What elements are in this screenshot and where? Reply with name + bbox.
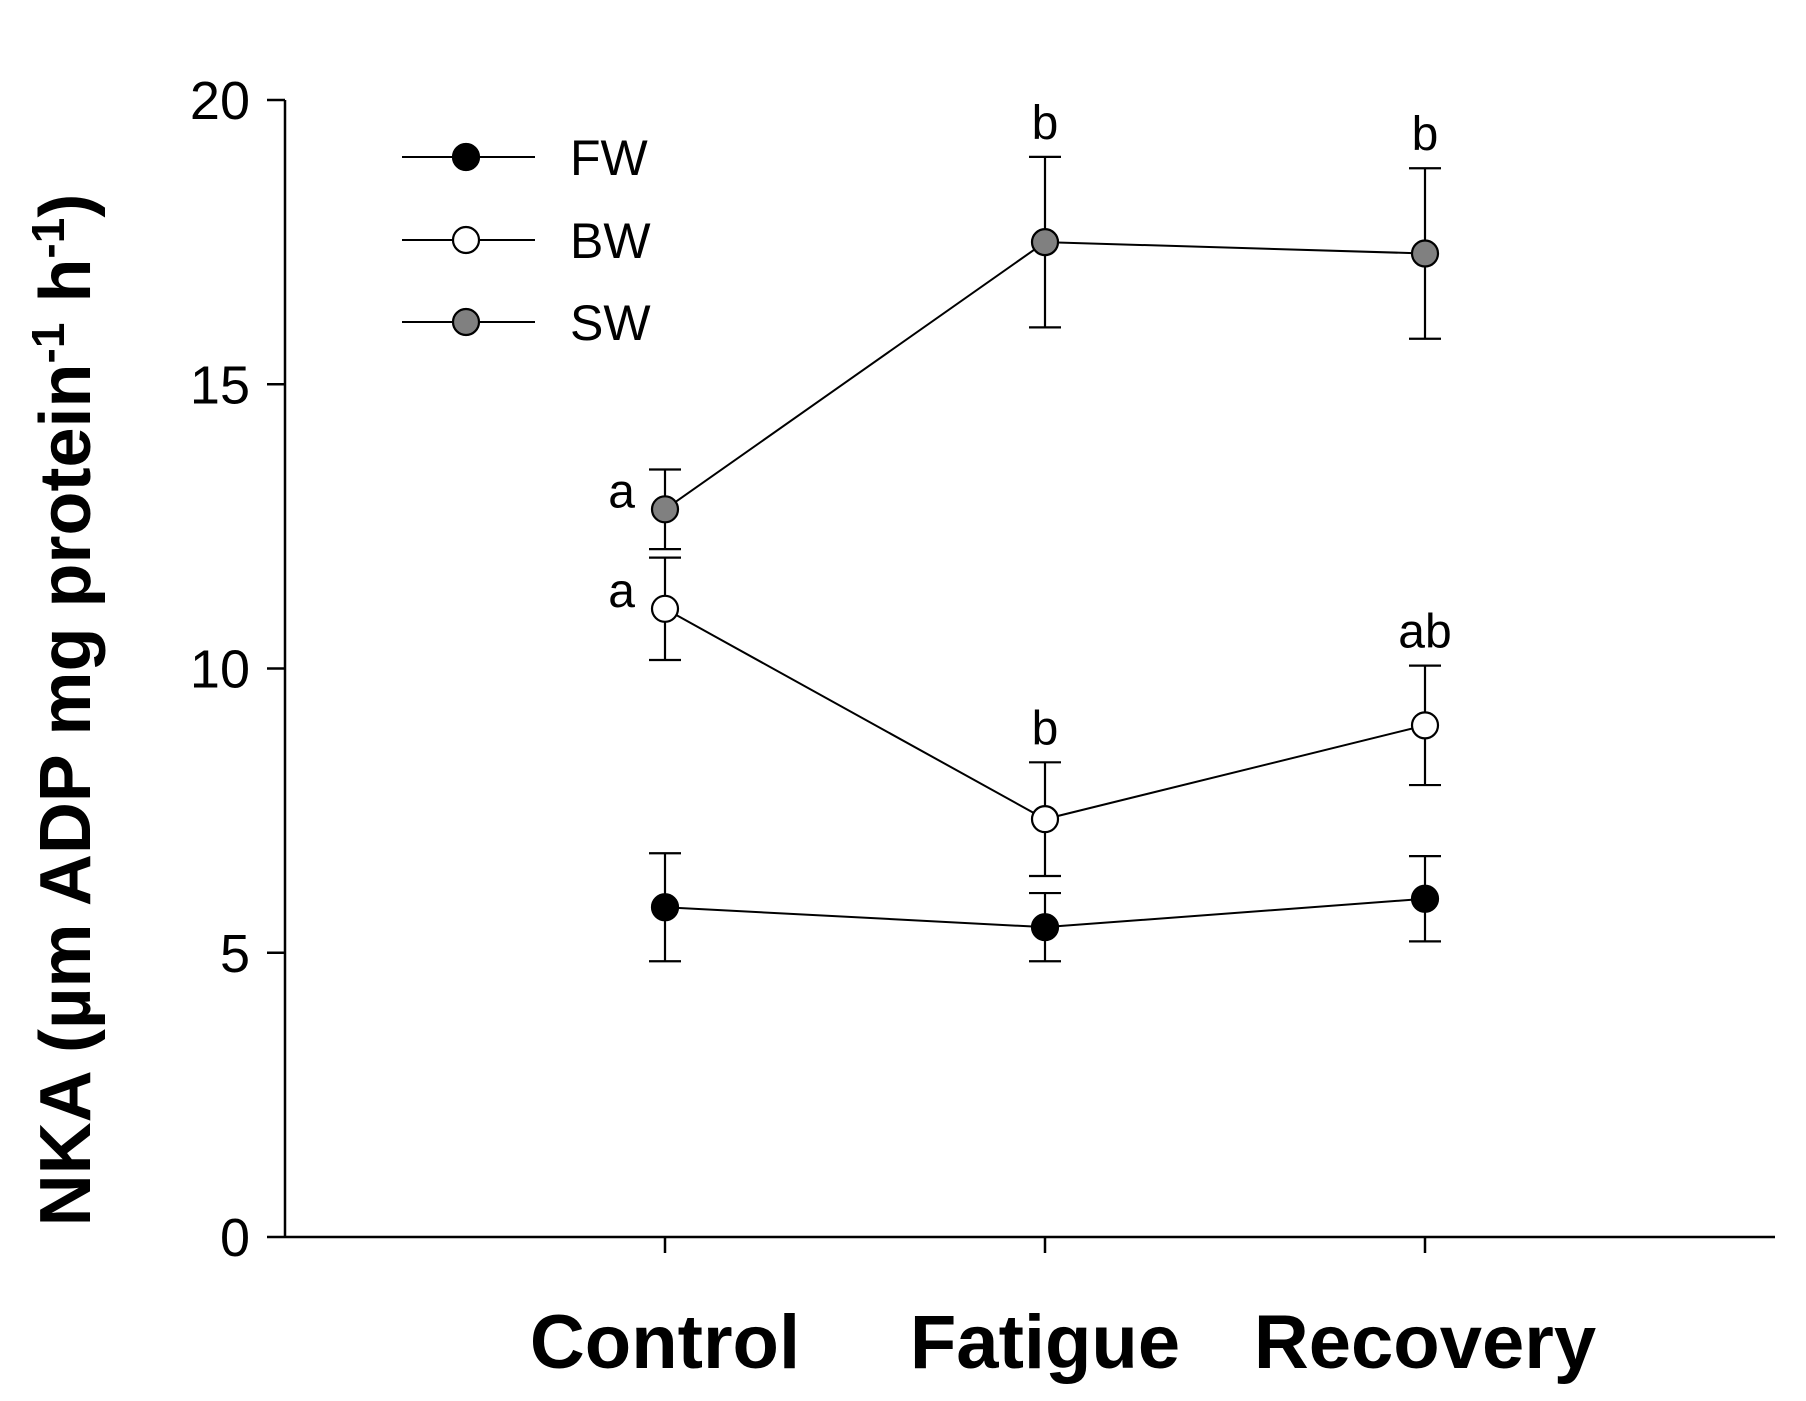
y-axis-label-main: NKA (µm ADP mg protein <box>26 363 106 1226</box>
legend-label: BW <box>570 213 651 269</box>
data-point-fw <box>1030 913 1060 942</box>
x-category-label: Control <box>530 1300 800 1385</box>
series-sw: a b b <box>608 97 1441 551</box>
y-tick-label: 20 <box>190 71 250 131</box>
significance-letter: b <box>1032 702 1059 755</box>
legend: FW BW SW <box>402 130 651 351</box>
y-tick-label: 15 <box>190 355 250 415</box>
data-point-sw <box>650 495 680 524</box>
data-point-sw <box>1030 228 1060 257</box>
significance-letter: b <box>1412 108 1439 161</box>
data-point-sw <box>1410 239 1440 268</box>
data-point-bw <box>1410 711 1440 740</box>
significance-letter: b <box>1032 97 1059 150</box>
y-tick-label: 0 <box>220 1208 250 1268</box>
legend-marker <box>451 225 481 255</box>
significance-letter: a <box>608 565 635 618</box>
legend-marker <box>451 142 481 172</box>
series-fw <box>649 852 1441 963</box>
y-axis-label-sup2: -1 <box>22 218 74 259</box>
significance-letter: ab <box>1398 606 1451 659</box>
y-axis-label-end: ) <box>26 194 106 218</box>
y-tick-label: 10 <box>190 640 250 700</box>
legend-marker <box>451 307 481 337</box>
data-point-fw <box>1410 884 1440 913</box>
data-point-bw <box>1030 805 1060 834</box>
significance-letter: a <box>608 465 635 518</box>
data-point-fw <box>650 893 680 922</box>
x-category-label: Fatigue <box>910 1300 1180 1385</box>
legend-item-bw: BW <box>402 213 651 269</box>
data-point-bw <box>650 594 680 623</box>
y-tick-label: 5 <box>220 924 250 984</box>
legend-label: FW <box>570 130 649 186</box>
y-axis-label-mid: h <box>26 259 106 323</box>
x-category-label: Recovery <box>1254 1300 1596 1385</box>
y-axis-label: NKA (µm ADP mg protein-1 h-1) <box>22 194 106 1227</box>
legend-item-fw: FW <box>402 130 649 186</box>
legend-label: SW <box>570 295 651 351</box>
legend-item-sw: SW <box>402 295 651 351</box>
y-axis-label-sup1: -1 <box>22 323 74 364</box>
